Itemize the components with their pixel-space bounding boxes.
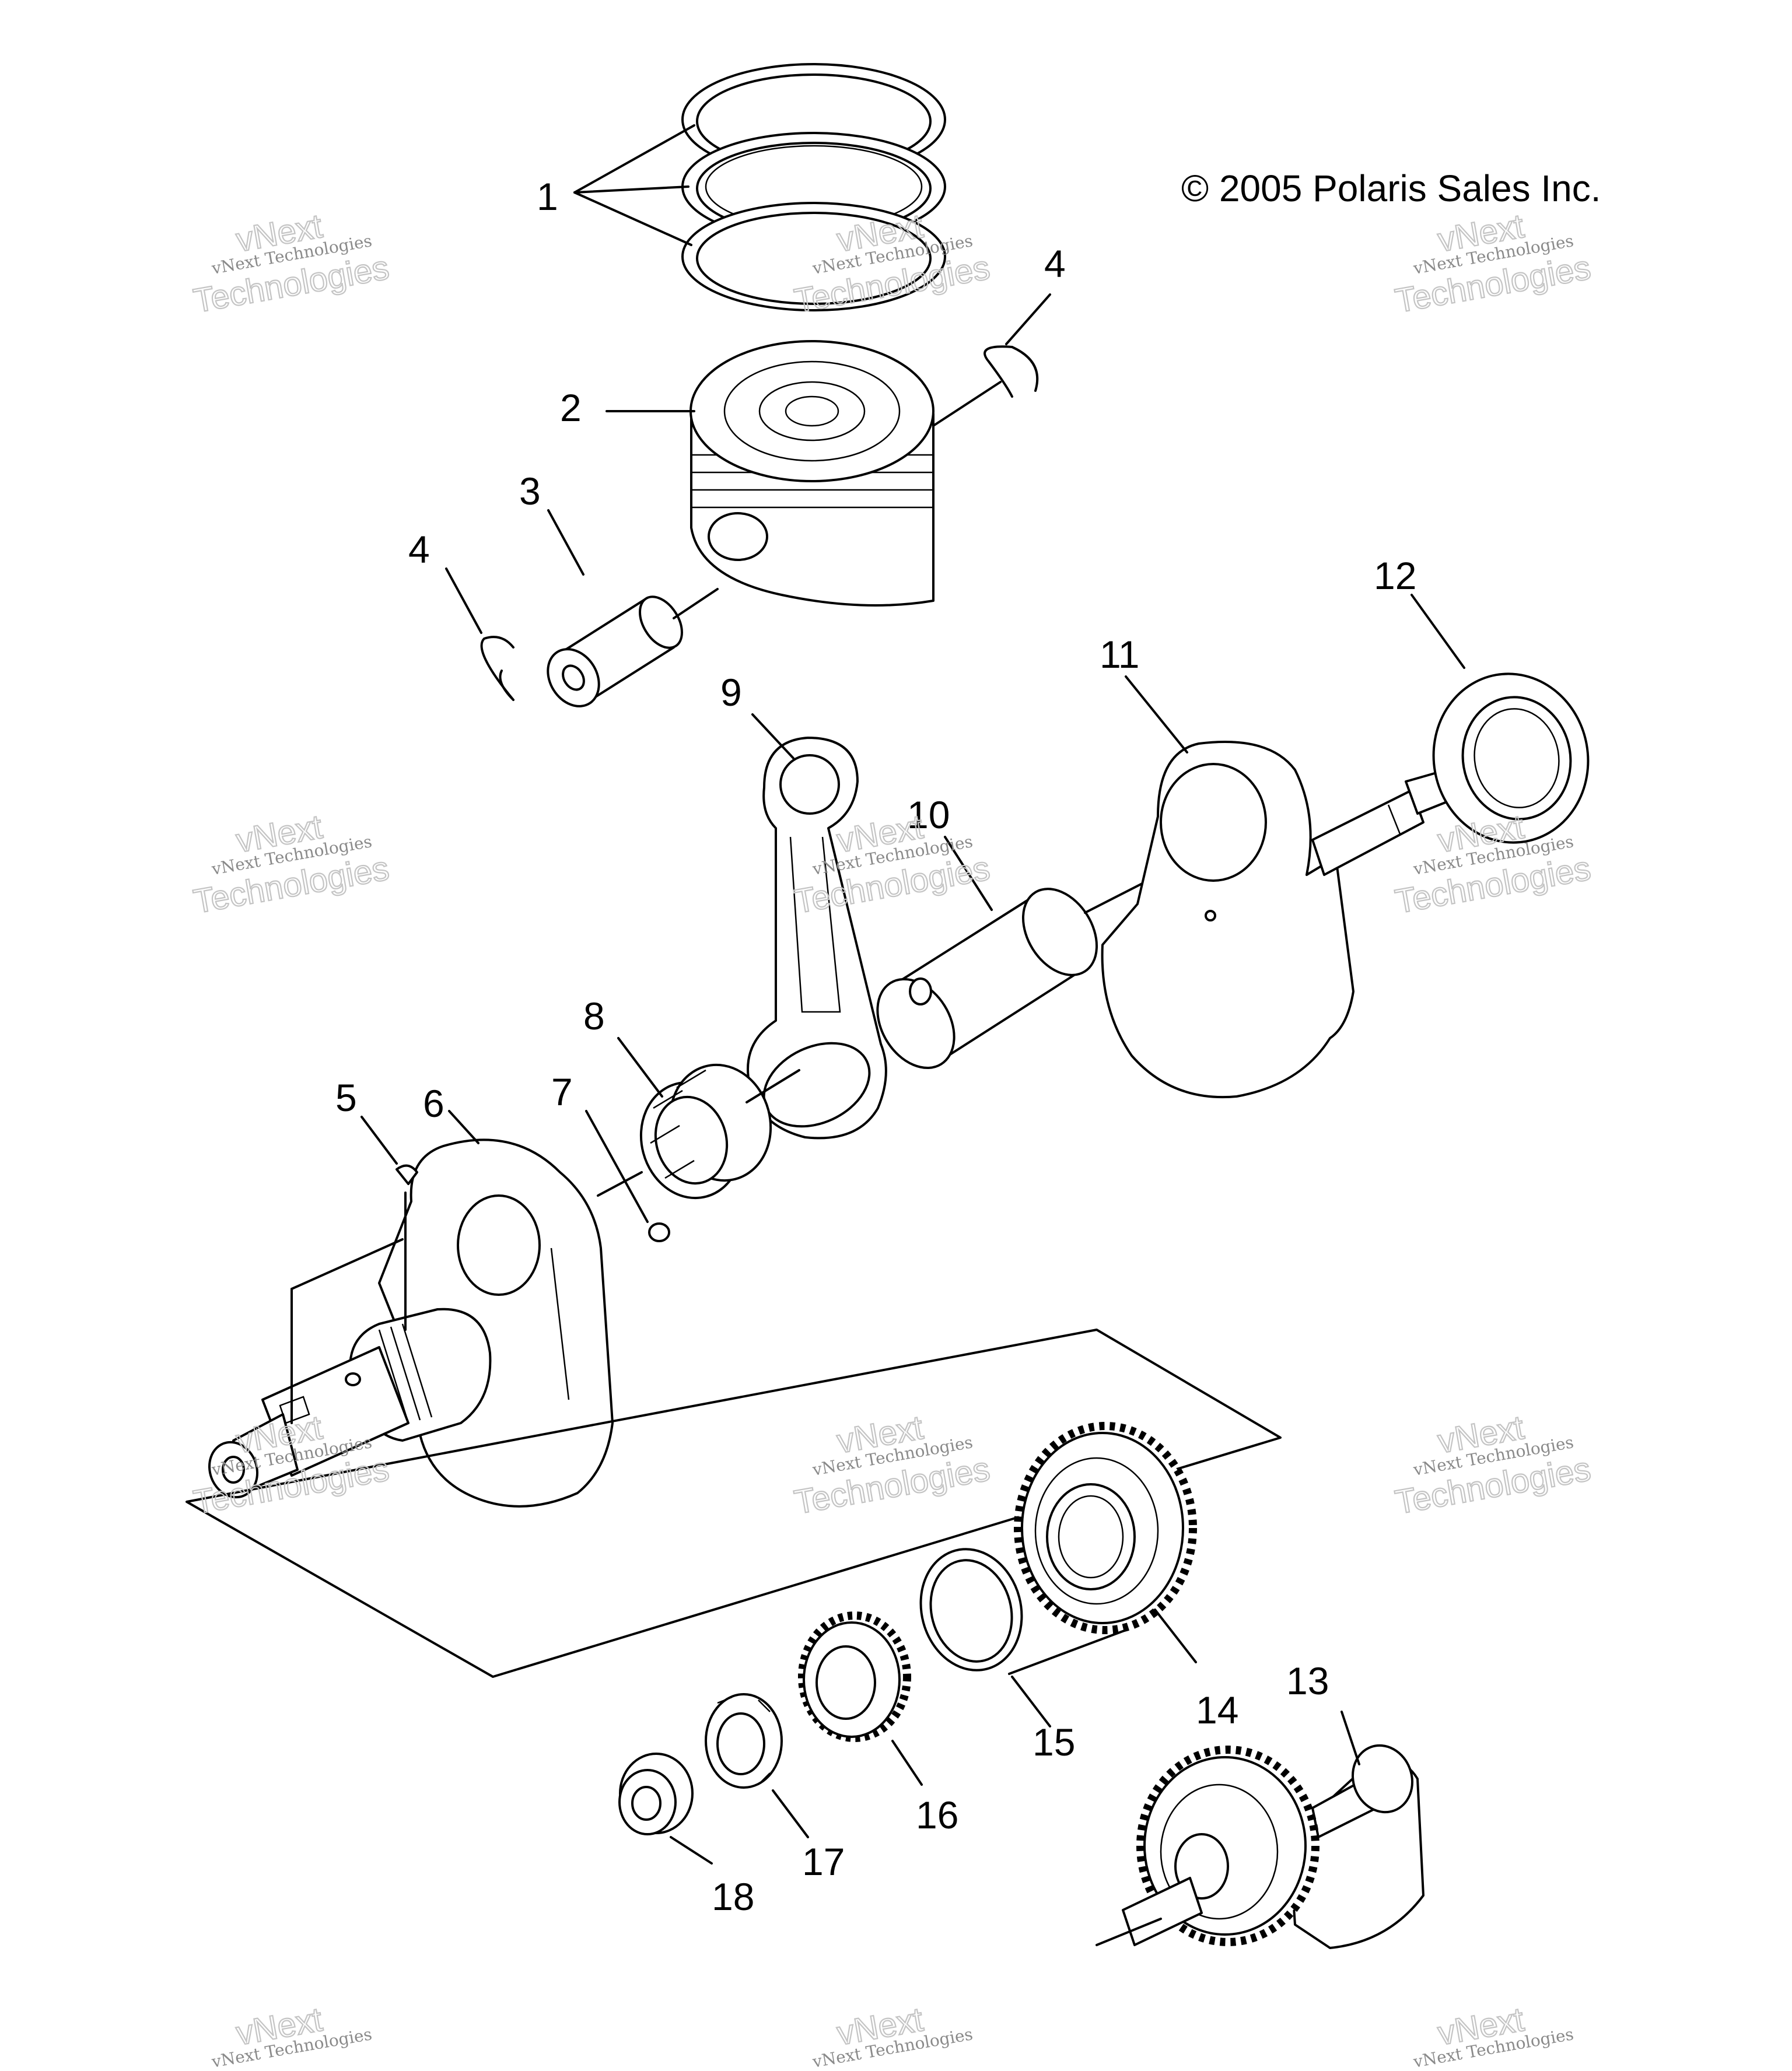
callout-16: 16 <box>916 1793 958 1837</box>
callout-3-line <box>547 509 584 576</box>
piston-rings[interactable] <box>681 63 946 311</box>
callout-9: 9 <box>720 671 742 714</box>
callout-13: 13 <box>1286 1659 1329 1702</box>
collar-nut[interactable] <box>618 1753 694 1835</box>
callout-6-line <box>448 1110 480 1144</box>
piston[interactable] <box>690 340 935 607</box>
crank-pin[interactable] <box>862 875 1112 1082</box>
circlip-axis-line <box>932 381 1002 427</box>
watermark-1: vNext vNext Technologies Technologies <box>190 206 393 321</box>
watermark-3: vNext vNext Technologies Technologies <box>1392 206 1594 321</box>
callout-6: 6 <box>423 1082 444 1125</box>
bearing-axis-line <box>746 1069 800 1103</box>
copyright-text: © 2005 Polaris Sales Inc. <box>1181 167 1601 209</box>
balance-shaft[interactable] <box>1122 1737 1424 1949</box>
callout-17: 17 <box>802 1840 845 1883</box>
callout-15-line <box>1011 1676 1051 1727</box>
callout-4a: 4 <box>408 528 430 571</box>
slotted-nut[interactable] <box>705 1693 783 1789</box>
callout-4a-line <box>445 567 482 634</box>
gear-assembly-plane <box>186 1329 1282 1678</box>
watermark-4: vNext vNext Technologies Technologies <box>190 807 393 921</box>
callout-4b-line <box>1005 293 1051 345</box>
callout-4b: 4 <box>1044 242 1066 285</box>
callout-3: 3 <box>519 469 541 513</box>
main-bearing[interactable] <box>1420 661 1601 854</box>
callout-5: 5 <box>335 1076 357 1119</box>
callout-14: 14 <box>1196 1688 1238 1732</box>
callout-18-line <box>670 1836 713 1865</box>
crank-axis-line-left <box>597 1171 643 1197</box>
crankshaft-right-half[interactable] <box>1101 741 1457 1099</box>
circlip-left[interactable] <box>480 636 514 701</box>
watermark-9: vNext vNext Technologies Technologies <box>1392 1408 1594 1522</box>
callout-17-line <box>772 1789 809 1838</box>
circlip-right[interactable] <box>984 345 1039 398</box>
callout-8: 8 <box>583 994 605 1038</box>
watermark-12: vNext vNext Technologies <box>1412 2000 1576 2071</box>
keyway-projection-lines <box>290 1192 407 1424</box>
woodruff-key[interactable] <box>396 1164 418 1185</box>
callout-12-line <box>1410 594 1465 669</box>
needle-bearing[interactable] <box>628 1053 783 1209</box>
callout-1: 1 <box>537 175 558 218</box>
callout-15: 15 <box>1032 1720 1075 1764</box>
callout-15-bracket <box>1008 1629 1127 1675</box>
callout-2: 2 <box>560 386 582 429</box>
callout-11: 11 <box>1100 633 1140 676</box>
callout-9-line <box>751 713 794 759</box>
callout-16-line <box>891 1740 923 1786</box>
watermark-10: vNext vNext Technologies <box>210 2000 374 2071</box>
callout-11-line <box>1125 675 1188 754</box>
callout-10: 10 <box>907 793 950 836</box>
crankshaft-left-half[interactable] <box>202 1138 614 1508</box>
watermark-6: vNext vNext Technologies Technologies <box>1392 807 1594 921</box>
dowel-pin[interactable] <box>648 1222 670 1242</box>
connecting-rod[interactable] <box>747 737 887 1143</box>
callout-5-line <box>360 1116 398 1165</box>
callout-1-lines <box>573 124 695 246</box>
callout-10-line <box>944 836 993 911</box>
callout-7: 7 <box>551 1070 573 1113</box>
callout-18: 18 <box>712 1875 754 1918</box>
callout-12: 12 <box>1374 554 1416 597</box>
callout-14-line <box>1154 1609 1197 1663</box>
callout-8-line <box>617 1037 663 1098</box>
balance-shaft-axis-line <box>1096 1918 1162 1946</box>
watermark-11: vNext vNext Technologies <box>811 2000 975 2071</box>
drive-gear[interactable] <box>1014 1422 1197 1634</box>
spacer-washer[interactable] <box>908 1538 1035 1682</box>
pin-axis-line <box>673 588 719 619</box>
wrist-pin[interactable] <box>538 589 691 716</box>
small-gear[interactable] <box>798 1611 911 1742</box>
callout-7-line <box>585 1110 649 1223</box>
watermark-8: vNext vNext Technologies Technologies <box>791 1408 993 1522</box>
callout-13-line <box>1340 1711 1360 1765</box>
